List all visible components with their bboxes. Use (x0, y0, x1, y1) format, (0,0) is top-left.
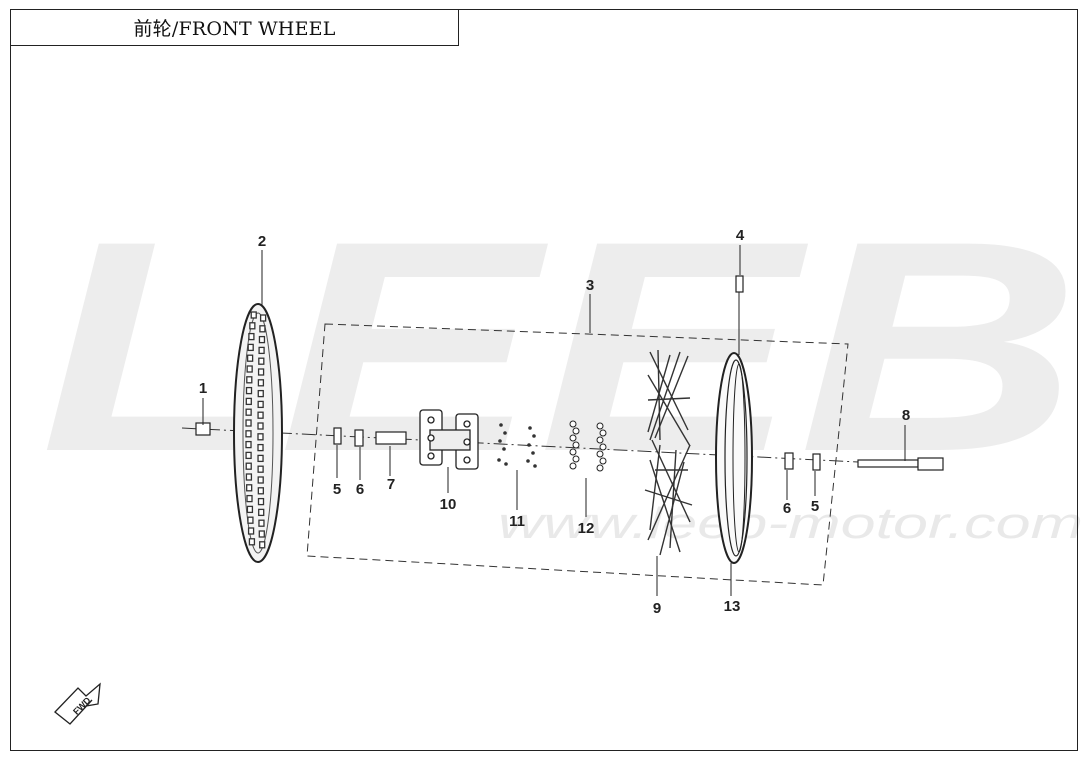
drawing-frame (10, 9, 1078, 751)
nipples-part-11 (497, 423, 537, 468)
callout-9: 9 (653, 600, 661, 617)
page-title: 前轮/FRONT WHEEL (133, 18, 336, 40)
wheel-assembly-dashed-box (306, 323, 849, 586)
callout-10: 10 (440, 496, 457, 513)
callout-3: 3 (586, 277, 594, 294)
callout-12: 12 (578, 520, 595, 537)
callout-1: 1 (199, 380, 207, 397)
valve-part-4 (735, 275, 744, 355)
title-box: 前轮/FRONT WHEEL (10, 9, 459, 46)
watermark-url: www.leeb-motor.com (498, 499, 1083, 548)
fwd-arrow-icon: FWD (54, 682, 101, 725)
callout-5-right: 5 (811, 498, 819, 515)
collar-part-7 (375, 431, 407, 445)
watermark-logo: LEEB (40, 178, 1080, 514)
rim-part-13 (715, 352, 753, 564)
callout-13: 13 (724, 598, 741, 615)
callout-6-left: 6 (356, 481, 364, 498)
callout-11: 11 (509, 513, 525, 530)
bearing-part-6-left (354, 429, 364, 447)
tire-part (233, 303, 283, 563)
leader-lines (202, 245, 906, 596)
oil-seal-part-5-right (812, 453, 821, 471)
axle-part-8 (857, 457, 944, 471)
callout-6-right: 6 (783, 500, 791, 517)
oil-seal-part-5-left (333, 427, 342, 445)
callout-2: 2 (258, 233, 266, 250)
spokes-part-9 (644, 349, 693, 556)
callout-7: 7 (387, 476, 395, 493)
hub-part-10 (419, 409, 479, 470)
bearing-part-6-right (784, 452, 794, 470)
callout-4: 4 (736, 227, 745, 244)
callout-8: 8 (902, 407, 910, 424)
callout-5-left: 5 (333, 481, 341, 498)
spoke-heads-part-12 (569, 420, 607, 472)
axle-centerline (181, 427, 859, 463)
